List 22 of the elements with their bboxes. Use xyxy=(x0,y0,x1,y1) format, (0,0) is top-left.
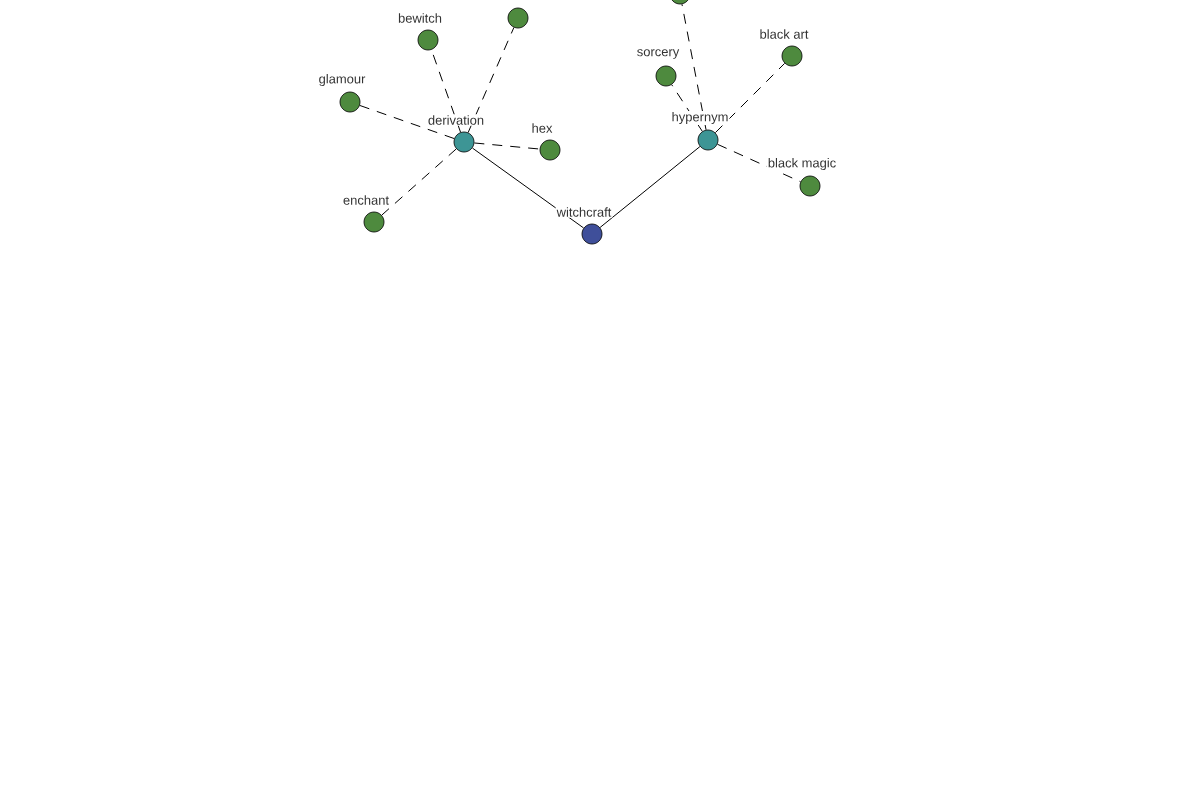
graph-node xyxy=(669,0,691,5)
dashed-line xyxy=(714,62,786,134)
dashed-line xyxy=(671,84,703,132)
graph-node xyxy=(781,45,803,67)
graph-node xyxy=(539,139,561,161)
graph-node xyxy=(581,223,603,245)
connector-line xyxy=(599,146,701,228)
graph-node xyxy=(363,211,385,233)
graph-node xyxy=(799,175,821,197)
dashed-line xyxy=(430,49,462,133)
connector-line xyxy=(471,147,585,229)
dashed-line xyxy=(717,143,802,183)
graph-node xyxy=(417,29,439,51)
graph-node xyxy=(453,131,475,153)
dashed-line xyxy=(473,142,541,150)
graph-node xyxy=(655,65,677,87)
graph-node xyxy=(697,129,719,151)
graph-node xyxy=(339,91,361,113)
dashed-line xyxy=(359,104,455,140)
dashed-line xyxy=(467,27,515,133)
dashed-line xyxy=(381,148,457,216)
graph-node xyxy=(507,7,529,29)
